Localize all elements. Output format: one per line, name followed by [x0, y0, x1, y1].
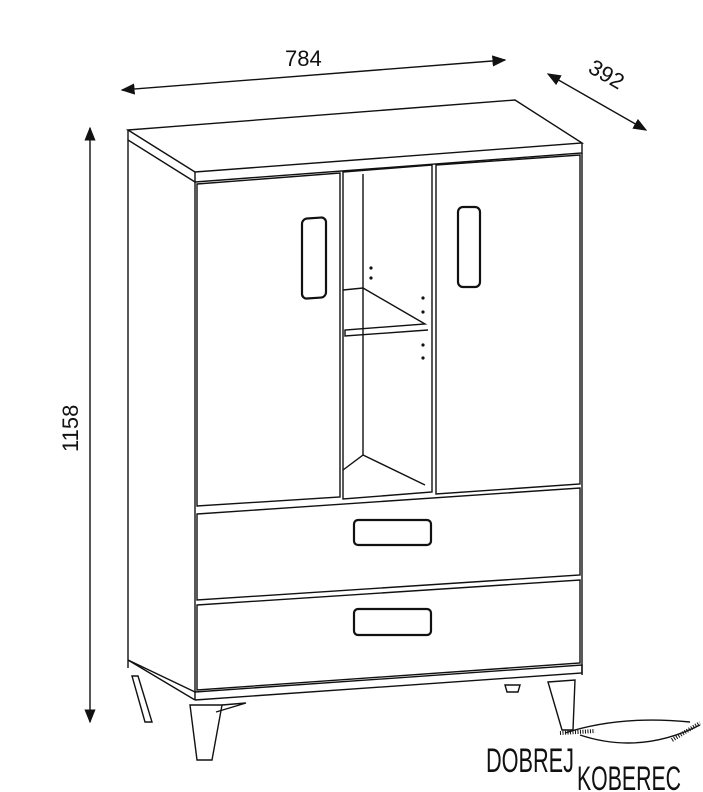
height-dimension: 1158: [58, 126, 96, 724]
lower-drawer: [196, 579, 581, 691]
open-shelf: [342, 164, 433, 500]
leg: [131, 675, 153, 723]
leg: [547, 679, 576, 731]
right-door: [435, 154, 581, 495]
dobrej-koberec-logo: DOBREJ KOBEREC: [486, 719, 702, 792]
depth-label: 392: [584, 54, 628, 94]
left-door-handle: [300, 216, 328, 300]
width-label: 784: [285, 46, 322, 71]
height-label: 1158: [58, 405, 83, 452]
width-dimension: 784: [120, 46, 507, 95]
upper-drawer-handle: [352, 518, 433, 547]
leg: [189, 704, 223, 761]
right-door-handle: [456, 205, 482, 289]
lower-drawer-handle: [352, 607, 433, 637]
logo-word-koberec: KOBEREC: [577, 760, 681, 792]
leg: [504, 684, 521, 693]
upper-drawer: [196, 487, 581, 601]
cabinet: [125, 99, 585, 761]
logo-word-dobrej: DOBREJ: [486, 742, 574, 780]
depth-dimension: 392: [546, 54, 648, 131]
left-door: [196, 172, 341, 507]
